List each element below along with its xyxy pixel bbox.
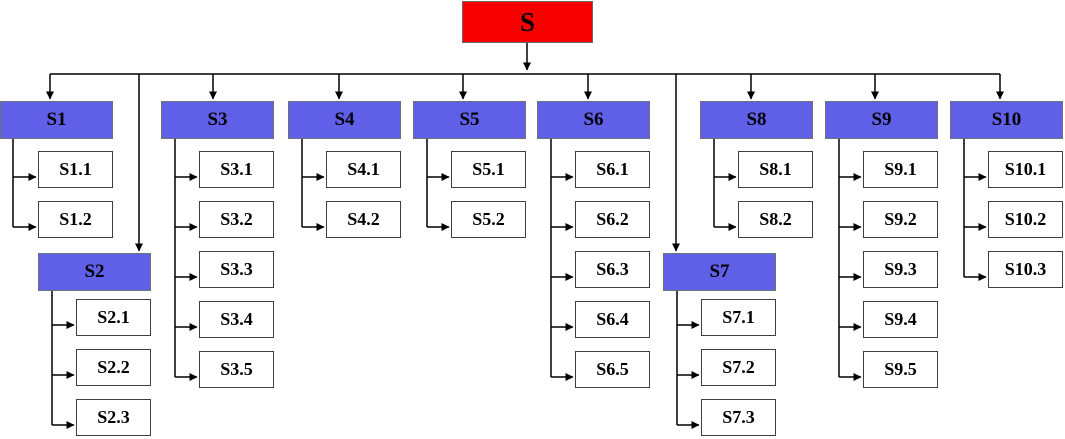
node-s9-2: S9.2: [863, 201, 938, 238]
node-s7: S7: [663, 253, 776, 291]
node-s9-1: S9.1: [863, 151, 938, 188]
s5-leaf-connectors: [426, 139, 450, 231]
node-s-root: S: [462, 1, 593, 43]
node-s4-1: S4.1: [326, 151, 401, 188]
s8-leaf-connectors: [713, 139, 737, 231]
node-s3: S3: [161, 101, 274, 139]
node-s6-3: S6.3: [575, 251, 650, 288]
node-s6-4: S6.4: [575, 301, 650, 338]
node-s2-2: S2.2: [76, 349, 151, 386]
s7-leaf-connectors: [676, 291, 700, 429]
root-stem-connector: [50, 43, 1000, 75]
node-s1-2: S1.2: [38, 201, 113, 238]
node-s3-1: S3.1: [199, 151, 274, 188]
node-s3-4: S3.4: [199, 301, 274, 338]
node-s5-2: S5.2: [451, 201, 526, 238]
node-s10-1: S10.1: [988, 151, 1063, 188]
node-s2: S2: [38, 253, 151, 291]
node-s8-2: S8.2: [738, 201, 813, 238]
node-s6: S6: [537, 101, 650, 139]
s2-leaf-connectors: [51, 291, 75, 429]
s1-leaf-connectors: [12, 139, 37, 231]
node-s2-1: S2.1: [76, 299, 151, 336]
node-s4: S4: [288, 101, 401, 139]
node-s8: S8: [700, 101, 813, 139]
s6-leaf-connectors: [550, 139, 574, 381]
s10-leaf-connectors: [963, 139, 987, 281]
node-s7-3: S7.3: [701, 399, 776, 436]
s4-leaf-connectors: [301, 139, 325, 231]
node-s3-3: S3.3: [199, 251, 274, 288]
node-s8-1: S8.1: [738, 151, 813, 188]
node-s10-2: S10.2: [988, 201, 1063, 238]
node-s7-1: S7.1: [701, 299, 776, 336]
node-s10-3: S10.3: [988, 251, 1063, 288]
node-s9-5: S9.5: [863, 351, 938, 388]
node-s3-2: S3.2: [199, 201, 274, 238]
node-s1: S1: [0, 101, 113, 139]
node-s6-1: S6.1: [575, 151, 650, 188]
node-s6-2: S6.2: [575, 201, 650, 238]
level1-drop-arrows: [46, 74, 1004, 252]
node-s9-3: S9.3: [863, 251, 938, 288]
node-s9: S9: [825, 101, 938, 139]
node-s2-3: S2.3: [76, 399, 151, 436]
node-s10: S10: [950, 101, 1063, 139]
node-s7-2: S7.2: [701, 349, 776, 386]
node-s9-4: S9.4: [863, 301, 938, 338]
node-s3-5: S3.5: [199, 351, 274, 388]
s3-leaf-connectors: [174, 139, 198, 381]
node-s4-2: S4.2: [326, 201, 401, 238]
node-s6-5: S6.5: [575, 351, 650, 388]
s9-leaf-connectors: [838, 139, 862, 381]
node-s5: S5: [413, 101, 526, 139]
node-s1-1: S1.1: [38, 151, 113, 188]
node-s5-1: S5.1: [451, 151, 526, 188]
